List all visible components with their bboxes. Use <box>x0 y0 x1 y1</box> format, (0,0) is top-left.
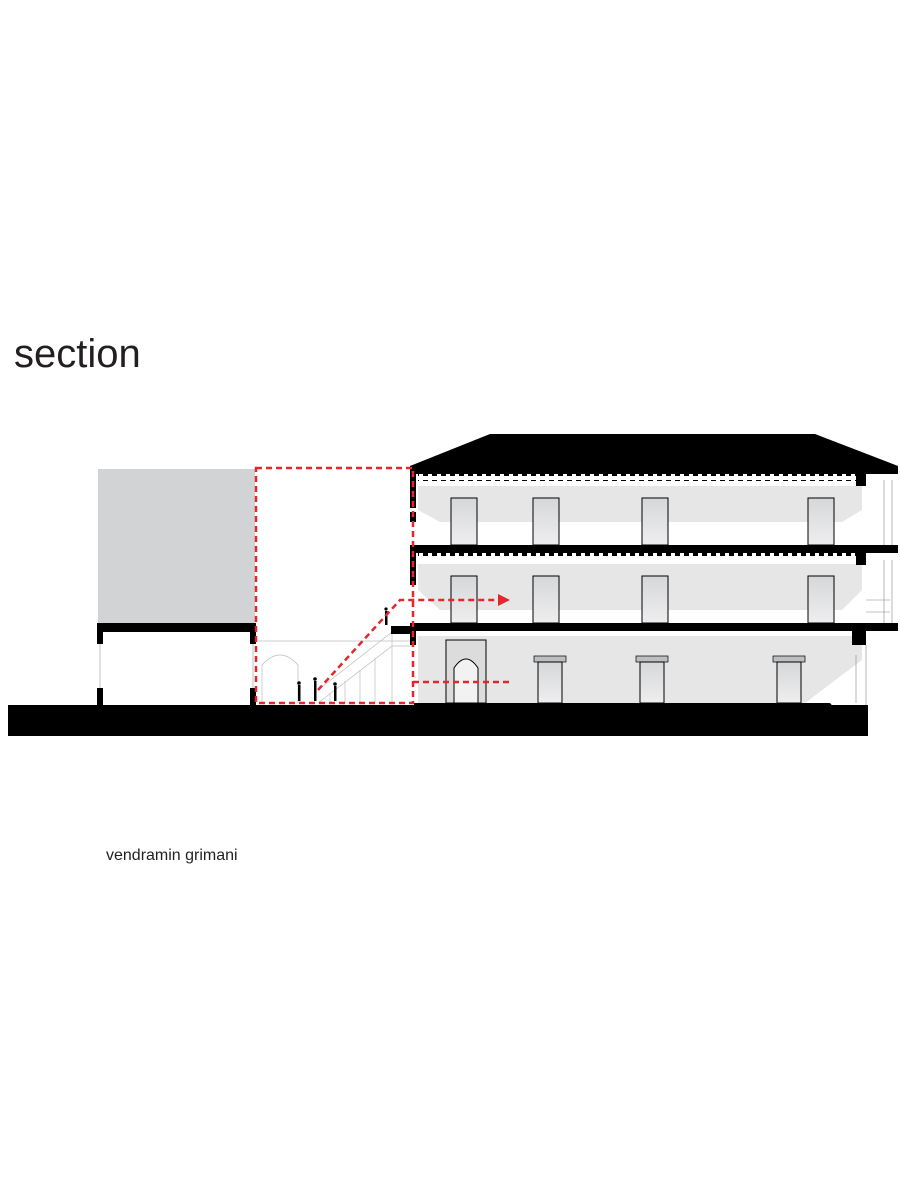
ground-floor-openings <box>445 639 806 704</box>
courtyard <box>258 631 412 704</box>
human-figures <box>297 607 388 701</box>
windows-first-floor <box>450 575 835 624</box>
palazzo <box>410 434 898 705</box>
page-title: section <box>14 332 141 376</box>
windows-upper-floor <box>450 497 835 546</box>
caption: vendramin grimani <box>106 847 238 864</box>
arrow-head-icon <box>498 594 510 606</box>
left-building <box>97 469 256 705</box>
staircase-block <box>391 626 413 634</box>
circulation-path <box>254 466 510 705</box>
ground-slab <box>8 703 868 736</box>
